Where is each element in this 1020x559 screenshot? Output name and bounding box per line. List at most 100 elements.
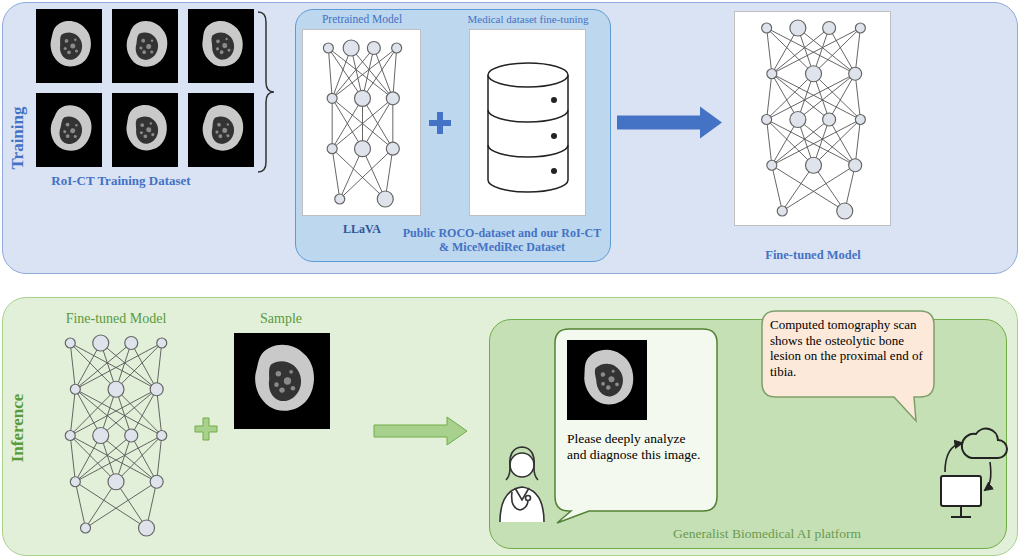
network-neuron [377, 191, 393, 207]
network-neuron [150, 475, 163, 488]
node-illustration [303, 30, 422, 217]
bone-texture [74, 38, 77, 41]
text-slot: Sample [260, 311, 302, 328]
bone-texture [274, 382, 279, 387]
platform-box: Generalist Biomedical AI platformPlease … [489, 319, 1007, 549]
network-link [772, 165, 782, 211]
network-link [131, 389, 156, 435]
bone-cortex [124, 19, 170, 70]
bone-texture [225, 38, 228, 41]
network-neuron [790, 20, 806, 36]
network-neuron [367, 42, 380, 55]
bone-texture [217, 123, 221, 127]
network-link [814, 74, 861, 120]
bone-lesion [57, 115, 84, 146]
sample-image: Sample [229, 307, 334, 431]
bone-texture [140, 123, 144, 127]
network-neuron [849, 159, 862, 172]
network-neuron [157, 431, 167, 441]
ct-background [188, 9, 254, 83]
bone-texture [227, 48, 230, 51]
network-neuron [762, 23, 772, 33]
network-link [131, 343, 156, 389]
bone-texture [276, 371, 281, 376]
bone-texture [139, 46, 143, 50]
network-link [767, 74, 772, 120]
network-neuron [125, 337, 138, 350]
network-neuron [139, 520, 155, 536]
node-text: Sample [260, 311, 302, 328]
node-illustration [555, 329, 717, 511]
network-link [772, 165, 845, 211]
network-link [829, 120, 855, 166]
ct-background [567, 340, 647, 420]
text-slot: Fine-tuned Model [765, 248, 860, 263]
network-link [332, 98, 362, 148]
node-text: Fine-tuned Model [765, 248, 860, 263]
network-neuron [855, 115, 865, 125]
network-neuron [823, 113, 836, 126]
bone-texture [140, 131, 143, 134]
ct-background [188, 93, 254, 167]
network-neuron [343, 40, 359, 56]
text-slot: Computed tomography scan shows the osteo… [770, 317, 928, 379]
network-link [116, 436, 162, 482]
sync-arrow [985, 462, 991, 490]
network-link [70, 389, 75, 435]
bone-cortex [255, 345, 314, 411]
network-link [798, 74, 855, 120]
bone-texture [146, 127, 151, 132]
database-dot [551, 168, 557, 174]
node-text: Pretrained Model [322, 13, 402, 27]
node-text: Medical dataset fine-tuning [468, 13, 589, 26]
plus-symbol [195, 418, 217, 440]
network-link [363, 48, 397, 98]
bone-texture [63, 130, 67, 134]
network-link [829, 28, 855, 74]
ct-slice [36, 9, 102, 83]
text-slot: Inference [8, 394, 28, 463]
bone-lesion [134, 31, 160, 61]
ct-slice [567, 340, 647, 420]
network-neuron [849, 67, 862, 80]
network-link [75, 482, 146, 528]
network-neuron [386, 142, 399, 155]
bone-texture [226, 134, 229, 137]
node-text: Training [8, 107, 28, 170]
network-link [392, 98, 393, 148]
ct-slice [188, 9, 254, 83]
curly-bracket [258, 12, 274, 172]
network-neuron [790, 112, 806, 128]
network-neuron [81, 523, 91, 533]
network-link [814, 28, 861, 74]
bone-texture [215, 130, 218, 133]
network-neuron [93, 335, 109, 351]
text-slot: Public ROCO-dataset and our RoI-CT & Mic… [402, 226, 602, 255]
ct-slice [234, 333, 330, 429]
network-link [363, 98, 393, 148]
network-link [116, 389, 162, 435]
dataset-images: RoI-CT Training Dataset [31, 7, 259, 191]
ct-slice [36, 93, 102, 167]
network-link [814, 120, 861, 166]
network-neuron [323, 43, 333, 53]
bone-texture [222, 43, 228, 49]
ct-background [36, 93, 102, 167]
network-link [332, 149, 340, 199]
dataset-box: Medical dataset fine-tuningPublic ROCO-d… [469, 29, 586, 216]
network-neuron [762, 115, 772, 125]
text-slot: Medical dataset fine-tuning [468, 13, 589, 26]
node-text: Computed tomography scan shows the osteo… [770, 317, 928, 379]
bone-cortex [125, 104, 168, 151]
ct-slice [112, 9, 178, 83]
bone-cortex [200, 103, 245, 152]
bone-texture [150, 122, 153, 125]
computer-icon [941, 476, 981, 517]
network-neuron [806, 66, 822, 82]
network-neuron [157, 338, 167, 348]
bone-lesion [135, 116, 159, 144]
network-link [328, 48, 332, 98]
bone-texture [64, 47, 67, 50]
bone-texture [67, 50, 71, 54]
